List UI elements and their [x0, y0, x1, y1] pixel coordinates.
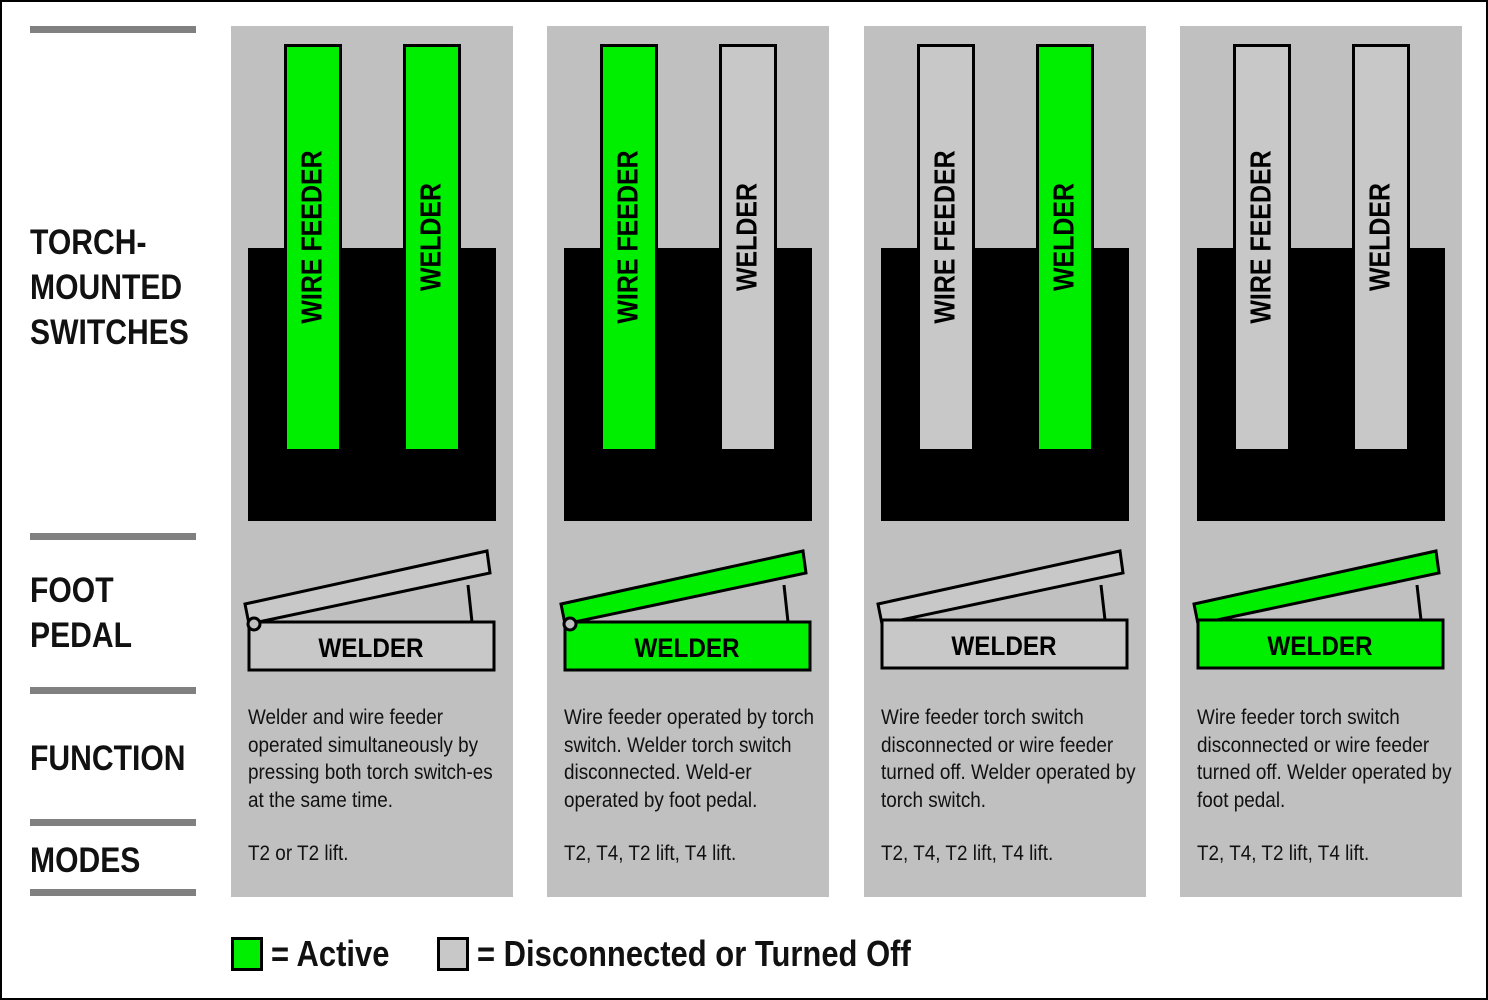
divider [30, 889, 196, 896]
welder-switch: WELDER [1036, 44, 1094, 452]
pedal-base [247, 620, 496, 672]
mode-panel-1: WIRE FEEDER WELDER WELDER Welder and wire f… [231, 26, 513, 897]
welder-switch: WELDER [1352, 44, 1410, 452]
pedal-lid [243, 549, 492, 626]
wire-feeder-switch-label: WIRE FEEDER [1245, 150, 1278, 324]
pedal-base [1196, 618, 1445, 670]
welder-switch-label: WELDER [1364, 182, 1397, 292]
pedal-lid [876, 549, 1125, 626]
off-swatch [437, 937, 469, 971]
divider [30, 687, 196, 694]
welder-switch: WELDER [719, 44, 777, 452]
function-text: Welder and wire feeder operated simultan… [248, 706, 493, 812]
pedal-support [782, 584, 790, 623]
pedal-lid [1192, 549, 1441, 626]
active-swatch [231, 937, 263, 971]
modes-text: T2 or T2 lift. [248, 842, 349, 865]
legend-off-label: = Disconnected or Turned Off [477, 933, 911, 974]
legend-off: = Disconnected or Turned Off [437, 933, 981, 974]
row-label-foot-pedal: FOOT PEDAL [30, 571, 133, 655]
row-label-torch-switches: TORCH- MOUNTED SWITCHES [30, 223, 189, 352]
row-label-function: FUNCTION [30, 739, 186, 778]
pedal-label: WELDER [1267, 632, 1373, 661]
mode-panel-2: WIRE FEEDER WELDER WELDER Wire feeder opera… [547, 26, 829, 897]
foot-pedal: WELDER [559, 549, 812, 672]
pedal-label: WELDER [318, 634, 424, 663]
modes-text: T2, T4, T2 lift, T4 lift. [564, 842, 737, 865]
mode-panel-3: WIRE FEEDER WELDER WELDER Wire feeder torch… [864, 26, 1146, 897]
row-label-modes: MODES [30, 841, 141, 880]
pedal-support [466, 584, 474, 623]
wire-feeder-switch: WIRE FEEDER [1233, 44, 1291, 452]
legend-active-label: = Active [271, 933, 390, 974]
function-text: Wire feeder torch switch disconnected or… [1197, 706, 1452, 812]
hinge-icon [246, 616, 262, 632]
modes-text: T2, T4, T2 lift, T4 lift. [1197, 842, 1370, 865]
wire-feeder-switch-label: WIRE FEEDER [929, 150, 962, 324]
mode-panel-4: WIRE FEEDER WELDER WELDER Wire feeder torch… [1180, 26, 1462, 897]
divider [30, 819, 196, 826]
hinge-icon [562, 616, 578, 632]
foot-pedal: WELDER [876, 549, 1129, 670]
divider [30, 26, 196, 33]
pedal-base [880, 618, 1129, 670]
function-text: Wire feeder operated by torch switch. We… [564, 706, 815, 812]
pedal-base [563, 620, 812, 672]
wire-feeder-switch-label: WIRE FEEDER [612, 150, 645, 324]
pedal-label: WELDER [951, 632, 1057, 661]
wire-feeder-switch: WIRE FEEDER [600, 44, 658, 452]
wire-feeder-switch-label: WIRE FEEDER [296, 150, 329, 324]
pedal-support [1099, 584, 1107, 621]
foot-pedal: WELDER [243, 549, 496, 672]
welder-switch-label: WELDER [731, 182, 764, 292]
foot-pedal: WELDER [1192, 549, 1445, 670]
divider [30, 533, 196, 540]
pedal-lid [559, 549, 808, 626]
legend-active: = Active [231, 933, 409, 974]
welder-switch-label: WELDER [415, 182, 448, 292]
pedal-support [1415, 584, 1423, 621]
pedal-label: WELDER [634, 634, 740, 663]
wire-feeder-switch: WIRE FEEDER [917, 44, 975, 452]
modes-text: T2, T4, T2 lift, T4 lift. [881, 842, 1054, 865]
wire-feeder-switch: WIRE FEEDER [284, 44, 342, 452]
welder-switch: WELDER [403, 44, 461, 452]
function-text: Wire feeder torch switch disconnected or… [881, 706, 1136, 812]
welder-switch-label: WELDER [1048, 182, 1081, 292]
